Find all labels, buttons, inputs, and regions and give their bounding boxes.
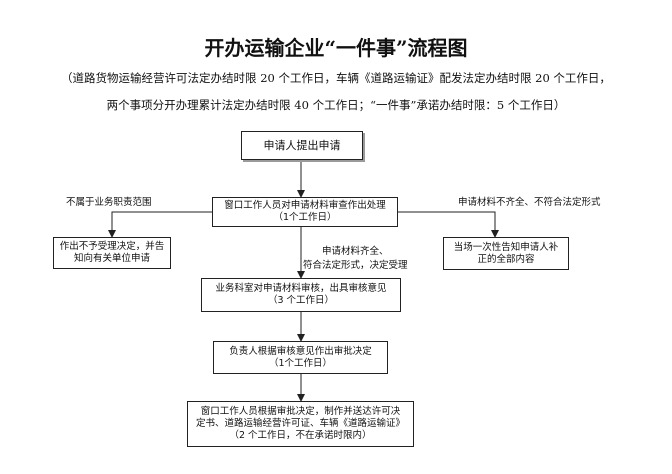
node-dept-review: 业务科室对申请材料审核，出具审核意见 （3 个工作日） <box>201 278 401 312</box>
node-issue-line-2: 定书、道路运输经营许可证、车辆《道路运输证》 <box>195 418 405 429</box>
edge-label-incomplete: 申请材料不齐全、不符合法定形式 <box>458 197 601 208</box>
node-reject-line-1: 作出不予受理决定，并告 <box>59 241 165 252</box>
node-dept-line-1: 业务科室对申请材料审核，出具审核意见 <box>215 283 387 294</box>
page-title: 开办运输企业“一件事”流程图 <box>204 36 468 60</box>
node-reject: 作出不予受理决定，并告 知向有关单位申请 <box>53 237 171 269</box>
arrow-review-to-supplement <box>398 211 499 238</box>
node-supplement-line-2: 正的全部内容 <box>477 253 535 265</box>
time-limit-note-line-2: 两个事项分开办理累计法定办结时限 40 个工作日；“一件事”承诺办结时限：5 个… <box>106 98 566 112</box>
node-reject-line-2: 知向有关单位申请 <box>73 253 150 264</box>
edge-label-out-of-scope: 不属于业务职责范围 <box>66 197 152 208</box>
node-supplement: 当场一次性告知申请人补 正的全部内容 <box>443 237 569 270</box>
node-review-line-2: （1个工作日） <box>273 212 337 223</box>
node-apply: 申请人提出申请 <box>241 131 363 160</box>
node-apply-text: 申请人提出申请 <box>263 138 341 152</box>
node-issue-line-3: （2 个工作日，不在承诺时限内） <box>229 430 372 441</box>
edge-label-complete-line-1: 申请材料齐全、 <box>322 246 389 257</box>
node-leader-line-1: 负责人根据审核意见作出审批决定 <box>229 345 372 357</box>
node-issue-license: 窗口工作人员根据审批决定，制作并送达许可决 定书、道路运输经营许可证、车辆《道路… <box>187 401 414 447</box>
node-review-line-1: 窗口工作人员对申请材料审查作出处理 <box>224 200 386 211</box>
node-supplement-line-1: 当场一次性告知申请人补 <box>453 241 559 253</box>
node-issue-line-1: 窗口工作人员根据审批决定，制作并送达许可决 <box>200 406 401 417</box>
edge-label-complete-line-2: 符合法定形式，决定受理 <box>303 260 408 271</box>
node-dept-line-2: （3 个工作日） <box>267 295 335 306</box>
time-limit-note-line-1: （道路货物运输经营许可法定办结时限 20 个工作日，车辆《道路运输证》配发法定办… <box>61 71 611 85</box>
node-leader-decision: 负责人根据审核意见作出审批决定 （1个工作日） <box>213 341 388 374</box>
node-review: 窗口工作人员对申请材料审查作出处理 （1个工作日） <box>212 197 398 227</box>
arrow-review-to-reject <box>108 211 212 238</box>
node-leader-line-2: （1个工作日） <box>268 357 333 369</box>
